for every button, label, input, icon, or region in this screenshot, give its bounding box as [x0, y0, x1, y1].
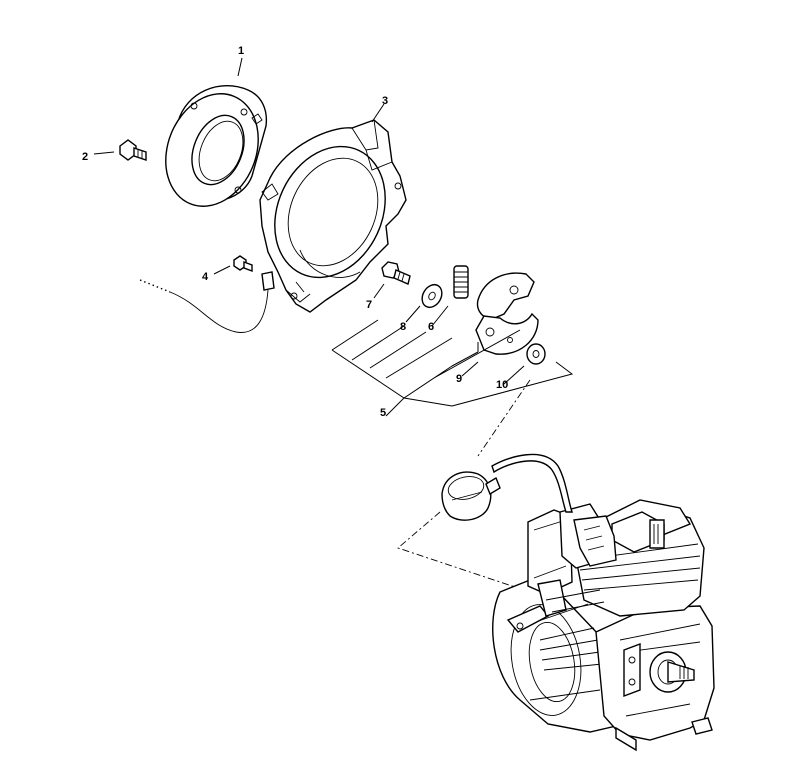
part-6-spring [453, 265, 469, 299]
clutch-shoe-upper [476, 272, 535, 321]
callout-6: 6 [428, 321, 434, 333]
part-8-washer [421, 283, 443, 309]
callout-5: 5 [380, 407, 386, 419]
callout-7: 7 [366, 299, 372, 311]
part-7-shoulder-bolt [381, 261, 411, 285]
callout-9: 9 [456, 373, 462, 385]
assembly-bracket-lines [331, 319, 574, 417]
callout-10: 10 [496, 379, 508, 391]
clutch-shoe-lower [475, 312, 539, 355]
callouts: 1 2 3 4 5 6 7 8 9 10 [82, 45, 508, 419]
part-10-washer [526, 343, 546, 365]
part-1-ring-cover [165, 85, 268, 207]
part-3-fan-housing [259, 119, 407, 313]
callout-8: 8 [400, 321, 406, 333]
callout-4: 4 [202, 271, 209, 283]
callout-1: 1 [238, 45, 244, 57]
engine-assembly [441, 453, 715, 752]
callout-3: 3 [382, 95, 388, 107]
part-4-screw [233, 255, 253, 273]
callout-2: 2 [82, 151, 88, 163]
ignition-wire [139, 271, 275, 333]
part-2-bolt [119, 139, 147, 161]
assembly-centerlines [397, 379, 561, 603]
callout-leaders [93, 57, 525, 385]
